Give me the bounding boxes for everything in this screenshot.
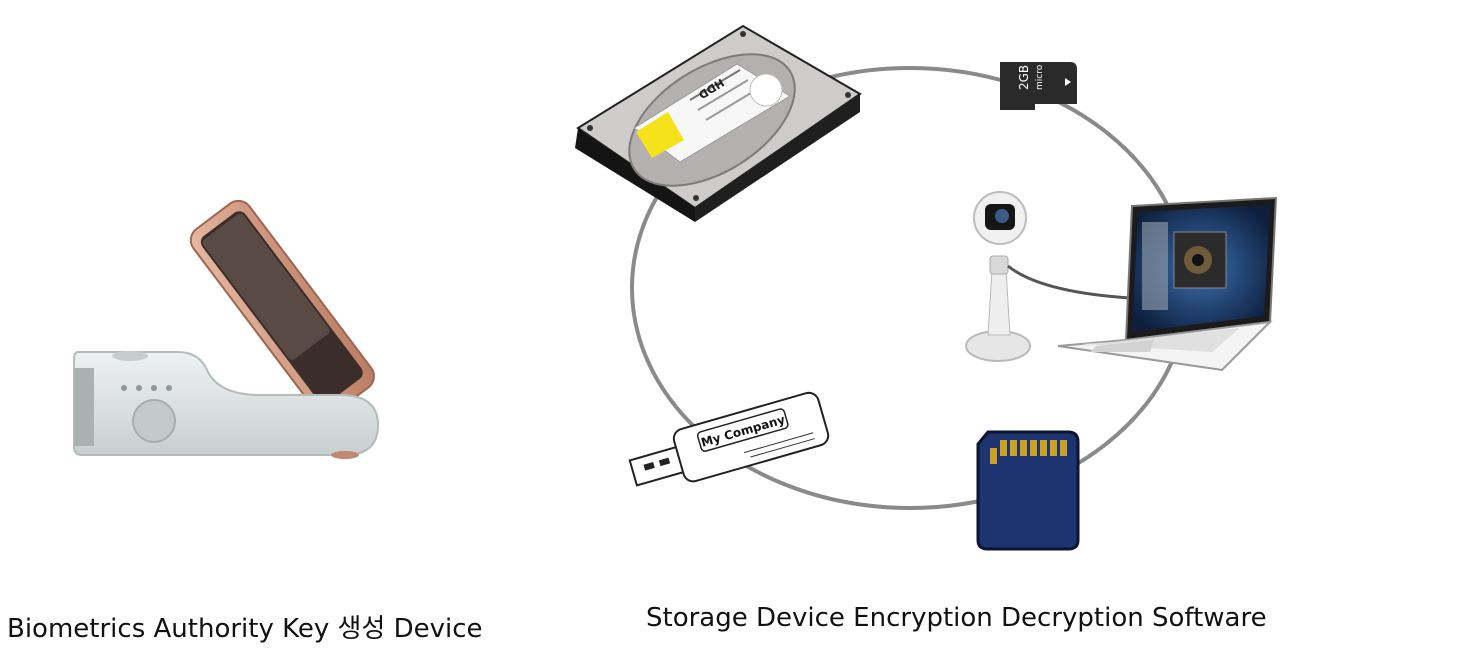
micro-sd-capacity: 2GB [1017, 65, 1031, 90]
usb-flash-drive: My Company [628, 391, 830, 487]
iris-camera [965, 191, 1131, 362]
smartphone [189, 199, 375, 417]
hdd-drive: HDD [575, 24, 862, 222]
micro-sd-card: 2GB micro SD [1000, 49, 1077, 110]
laptop [1057, 196, 1278, 372]
sd-card [976, 430, 1080, 551]
biometric-key-device [73, 199, 380, 459]
caption-encryption-software: Storage Device Encryption Decryption Sof… [646, 603, 1267, 633]
micro-sd-type: micro SD [1035, 49, 1045, 90]
fingerprint-sensor [132, 399, 176, 443]
caption-biometric-device: Biometrics Authority Key 생성 Device [7, 614, 483, 644]
